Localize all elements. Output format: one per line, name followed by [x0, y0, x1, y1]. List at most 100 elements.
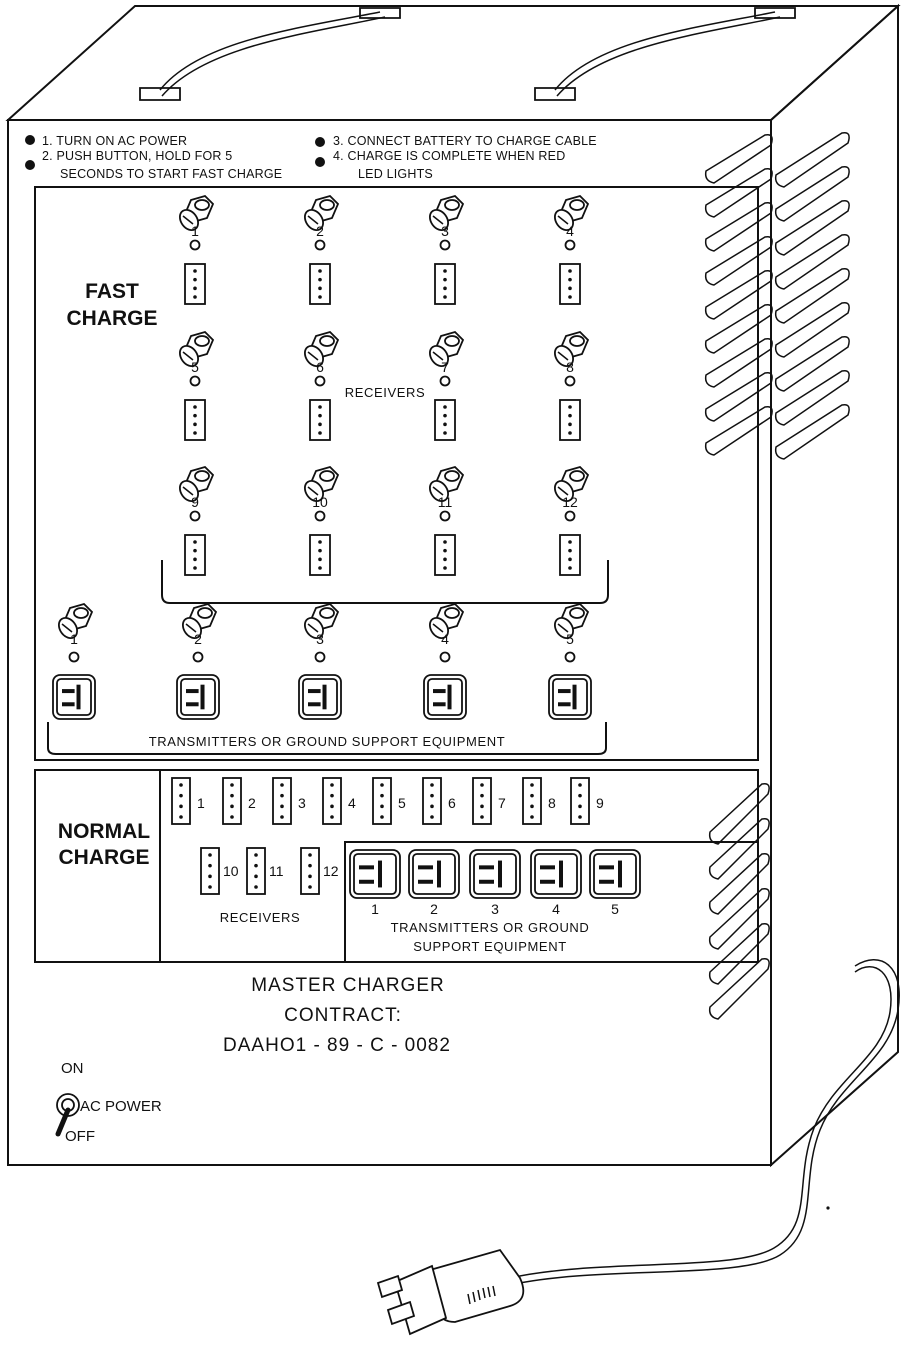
transmitter-connector	[589, 849, 641, 899]
charge-button[interactable]	[176, 465, 215, 505]
normal-transmitters-label-line1: TRANSMITTERS OR GROUND	[391, 920, 590, 935]
transmitters-bracket	[47, 722, 607, 755]
bullet-icon	[25, 160, 35, 170]
cabinet-body	[5, 3, 901, 1168]
normal-charge-label-line1: NORMAL	[58, 820, 150, 843]
receiver-connector	[200, 847, 220, 895]
transmitter-connector	[548, 674, 592, 720]
transmitter-connector	[176, 674, 220, 720]
transmitter-connector	[408, 849, 460, 899]
normal-transmitters-label-line2: SUPPORT EQUIPMENT	[413, 939, 566, 954]
receiver-number: 4	[566, 223, 574, 239]
instruction-3: 3. CONNECT BATTERY TO CHARGE CABLE	[333, 134, 597, 148]
transmitter-connector	[423, 674, 467, 720]
normal-transmitter-number: 4	[552, 901, 560, 917]
charge-button[interactable]	[426, 602, 465, 642]
side-vents	[704, 131, 850, 1020]
led-indicator	[68, 651, 80, 663]
receiver-connector	[309, 399, 331, 441]
bullet-icon	[315, 137, 325, 147]
charge-button[interactable]	[551, 194, 590, 234]
receiver-number: 11	[438, 494, 453, 510]
charge-button[interactable]	[301, 330, 340, 370]
receiver-number: 8	[566, 359, 574, 375]
receiver-connector	[309, 534, 331, 576]
bullet-icon	[315, 157, 325, 167]
fast-receivers-label: RECEIVERS	[345, 385, 426, 400]
led-indicator	[439, 375, 451, 387]
charge-button[interactable]	[426, 465, 465, 505]
charge-button[interactable]	[176, 194, 215, 234]
led-indicator	[189, 510, 201, 522]
normal-receiver-number: 5	[398, 795, 406, 811]
normal-receiver-number: 11	[269, 863, 284, 879]
receiver-number: 12	[562, 494, 578, 510]
instruction-1: 1. TURN ON AC POWER	[42, 134, 187, 148]
led-indicator	[564, 510, 576, 522]
receiver-number: 1	[191, 223, 199, 239]
title-line2: CONTRACT:	[284, 1005, 402, 1026]
transmitter-connector	[298, 674, 342, 720]
receiver-connector	[272, 777, 292, 825]
receiver-connector	[322, 777, 342, 825]
charge-button[interactable]	[551, 330, 590, 370]
transmitter-connector	[530, 849, 582, 899]
normal-receiver-number: 10	[223, 863, 239, 879]
fast-transmitters-label: TRANSMITTERS OR GROUND SUPPORT EQUIPMENT	[149, 734, 506, 749]
fast-charge-panel	[34, 186, 759, 761]
charge-button[interactable]	[301, 465, 340, 505]
charge-button[interactable]	[179, 602, 218, 642]
charge-button[interactable]	[426, 194, 465, 234]
receiver-connector	[422, 777, 442, 825]
led-indicator	[314, 239, 326, 251]
receiver-connector	[570, 777, 590, 825]
charge-button[interactable]	[301, 602, 340, 642]
receiver-connector	[300, 847, 320, 895]
normal-transmitter-number: 1	[371, 901, 379, 917]
charge-button[interactable]	[301, 194, 340, 234]
instruction-4-cont: LED LIGHTS	[358, 167, 433, 181]
receiver-connector	[472, 777, 492, 825]
transmitter-number: 2	[194, 631, 202, 647]
led-indicator	[192, 651, 204, 663]
charge-button[interactable]	[176, 330, 215, 370]
receiver-number: 3	[441, 223, 449, 239]
charge-button[interactable]	[55, 602, 94, 642]
instruction-2: 2. PUSH BUTTON, HOLD FOR 5	[42, 149, 232, 163]
receiver-connector	[246, 847, 266, 895]
charge-button[interactable]	[551, 465, 590, 505]
transmitter-connector	[349, 849, 401, 899]
normal-receiver-number: 8	[548, 795, 556, 811]
transmitter-connector	[469, 849, 521, 899]
receiver-number: 10	[312, 494, 328, 510]
normal-receiver-number: 2	[248, 795, 256, 811]
receiver-connector	[559, 534, 581, 576]
receiver-number: 7	[441, 359, 449, 375]
normal-receiver-number: 4	[348, 795, 356, 811]
receivers-bracket	[161, 560, 609, 604]
receiver-number: 6	[316, 359, 324, 375]
transmitter-number: 4	[441, 631, 449, 647]
receiver-connector	[184, 399, 206, 441]
normal-receiver-number: 3	[298, 795, 306, 811]
led-indicator	[314, 651, 326, 663]
led-indicator	[564, 375, 576, 387]
led-indicator	[439, 651, 451, 663]
title-line3: DAAHO1 - 89 - C - 0082	[223, 1035, 451, 1056]
normal-receiver-number: 6	[448, 795, 456, 811]
charge-button[interactable]	[551, 602, 590, 642]
fast-charge-label-line2: CHARGE	[66, 307, 157, 330]
normal-receiver-number: 7	[498, 795, 506, 811]
normal-receiver-number: 9	[596, 795, 604, 811]
receiver-connector	[559, 399, 581, 441]
charge-button[interactable]	[426, 330, 465, 370]
led-indicator	[189, 239, 201, 251]
ac-power-switch[interactable]	[55, 1093, 80, 1137]
receiver-connector	[184, 263, 206, 305]
receiver-connector	[522, 777, 542, 825]
transmitter-connector	[52, 674, 96, 720]
